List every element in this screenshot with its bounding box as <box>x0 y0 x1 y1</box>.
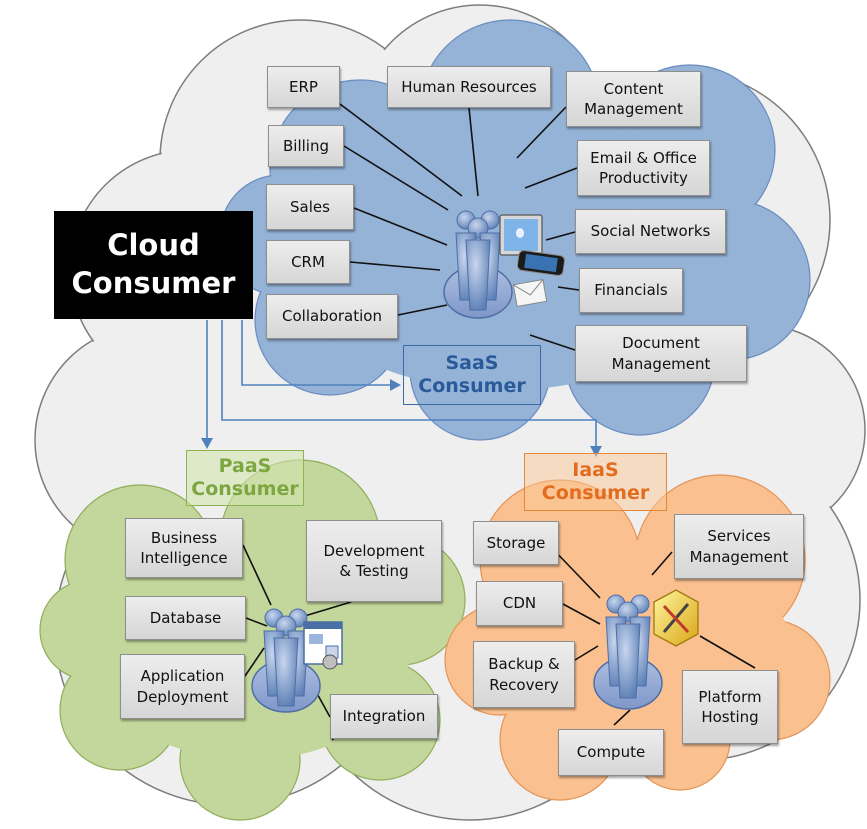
iaas-item-compute: Compute <box>558 729 664 776</box>
iaas-consumer-label: IaaS Consumer <box>524 453 667 511</box>
users-icon <box>251 608 321 713</box>
saas-item-human-resources: Human Resources <box>387 66 551 108</box>
iaas-item-backup-recovery: Backup & Recovery <box>473 641 575 708</box>
saas-consumer-label: SaaS Consumer <box>403 345 541 405</box>
iaas-item-services-management: Services Management <box>674 514 804 579</box>
paas-item-application-deployment: Application Deployment <box>120 654 245 719</box>
saas-item-erp: ERP <box>267 66 340 108</box>
consumer-arrows <box>206 320 597 448</box>
laptop-icon <box>499 214 543 256</box>
saas-connectors <box>339 103 580 351</box>
users-icon <box>443 210 513 319</box>
saas-item-document-management: Document Management <box>575 325 747 382</box>
users-icon <box>593 594 663 710</box>
saas-item-email-office-productivity: Email & Office Productivity <box>577 140 710 196</box>
paas-item-business-intelligence: Business Intelligence <box>125 518 243 578</box>
saas-item-social-networks: Social Networks <box>575 209 726 254</box>
iaas-item-cdn: CDN <box>476 581 563 626</box>
iaas-item-storage: Storage <box>473 521 559 565</box>
paas-item-integration: Integration <box>330 694 438 739</box>
paas-item-development-testing: Development & Testing <box>306 520 442 602</box>
saas-item-billing: Billing <box>268 125 344 167</box>
iaas-item-platform-hosting: Platform Hosting <box>682 670 778 744</box>
saas-item-content-management: Content Management <box>566 71 701 127</box>
application-window-icon <box>303 621 343 670</box>
paas-item-database: Database <box>125 596 246 640</box>
saas-item-collaboration: Collaboration <box>266 294 398 339</box>
saas-item-crm: CRM <box>266 240 350 284</box>
email-icon <box>512 278 548 308</box>
cloud-consumer-label: Cloud Consumer <box>54 211 253 319</box>
saas-item-sales: Sales <box>266 184 354 230</box>
tools-icon <box>653 589 699 647</box>
paas-consumer-label: PaaS Consumer <box>186 450 304 506</box>
saas-item-financials: Financials <box>579 268 683 313</box>
phone-icon <box>516 250 566 276</box>
